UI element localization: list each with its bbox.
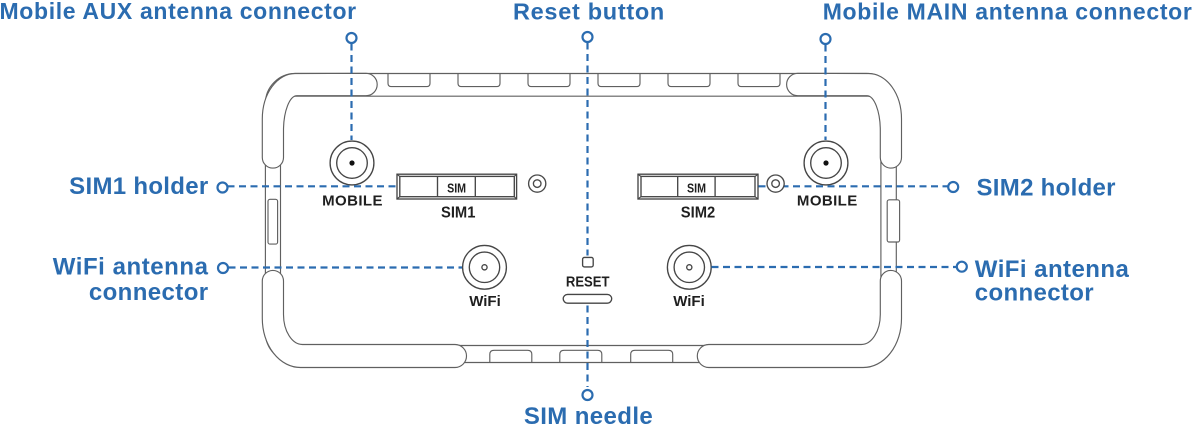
- svg-text:Reset button: Reset button: [513, 0, 665, 24]
- svg-text:SIM needle: SIM needle: [524, 403, 653, 427]
- svg-text:SIM: SIM: [687, 180, 706, 195]
- svg-text:connector: connector: [89, 279, 209, 306]
- svg-text:SIM2: SIM2: [681, 204, 716, 221]
- svg-text:SIM: SIM: [447, 180, 466, 195]
- svg-text:WiFi: WiFi: [469, 293, 501, 310]
- svg-text:Mobile AUX antenna connector: Mobile AUX antenna connector: [0, 0, 357, 24]
- svg-text:SIM1 holder: SIM1 holder: [69, 173, 208, 200]
- svg-text:SIM1: SIM1: [441, 204, 476, 221]
- svg-text:WiFi antenna: WiFi antenna: [53, 253, 209, 280]
- svg-text:WiFi: WiFi: [673, 293, 705, 310]
- svg-text:Mobile MAIN antenna connector: Mobile MAIN antenna connector: [823, 0, 1193, 24]
- svg-text:RESET: RESET: [566, 274, 610, 290]
- svg-text:WiFi antenna: WiFi antenna: [975, 256, 1130, 283]
- svg-text:MOBILE: MOBILE: [322, 193, 383, 210]
- svg-text:SIM2 holder: SIM2 holder: [977, 175, 1116, 202]
- svg-text:connector: connector: [975, 279, 1094, 306]
- svg-text:MOBILE: MOBILE: [797, 193, 858, 210]
